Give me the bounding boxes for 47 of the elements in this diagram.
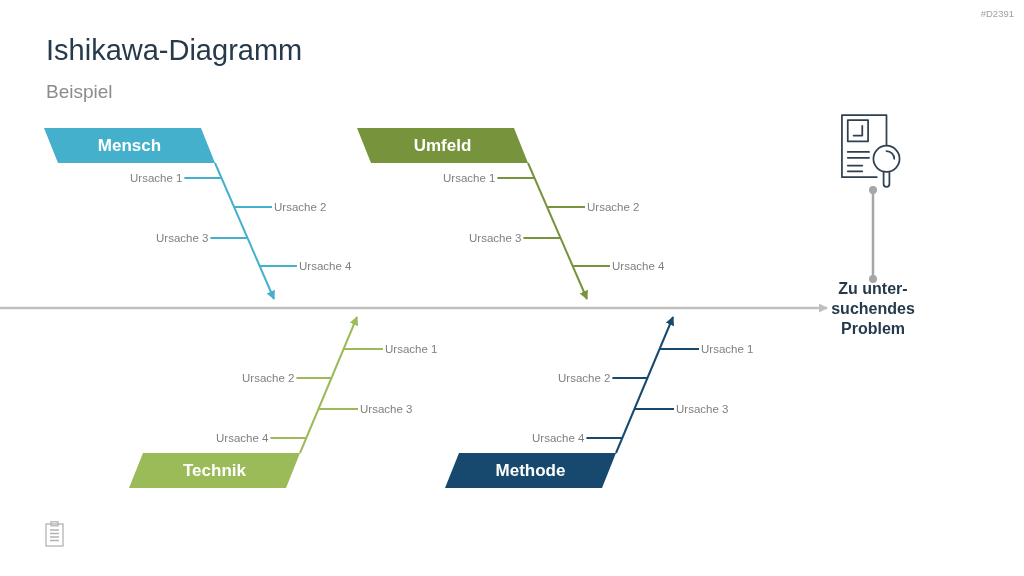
cause-label: Ursache 2 <box>556 371 613 385</box>
cause-line <box>183 177 223 179</box>
cause-line <box>658 348 700 350</box>
cause-line <box>633 408 675 410</box>
cause-label: Ursache 1 <box>699 342 756 356</box>
title: Ishikawa-Diagramm <box>46 33 303 67</box>
cause-line <box>522 237 562 239</box>
cause-label: Ursache 1 <box>128 171 185 185</box>
bone-arrow <box>214 162 275 300</box>
cause-label: Ursache 2 <box>585 200 642 214</box>
category-banner: Umfeld <box>357 128 528 163</box>
problem-statement: Zu unter- suchendes Problem <box>827 279 919 339</box>
cause-line <box>546 206 586 208</box>
cause-line <box>611 377 649 379</box>
cause-label: Ursache 3 <box>467 231 524 245</box>
bone-arrow <box>299 316 358 454</box>
cause-line <box>571 265 611 267</box>
connector-line <box>869 186 877 283</box>
cause-label: Ursache 3 <box>674 402 731 416</box>
category-banner: Mensch <box>44 128 215 163</box>
document-search-icon <box>840 113 902 190</box>
cause-line <box>269 437 308 439</box>
cause-label: Ursache 2 <box>240 371 297 385</box>
cause-line <box>585 437 624 439</box>
cause-line <box>233 206 273 208</box>
cause-label: Ursache 3 <box>154 231 211 245</box>
category-banner: Technik <box>129 453 300 488</box>
cause-line <box>258 265 298 267</box>
category-banner: Methode <box>445 453 616 488</box>
cause-label: Ursache 4 <box>297 259 354 273</box>
cause-label: Ursache 3 <box>358 402 415 416</box>
cause-line <box>317 408 359 410</box>
cause-label: Ursache 1 <box>383 342 440 356</box>
cause-label: Ursache 4 <box>530 431 587 445</box>
bone-arrow <box>615 316 674 454</box>
cause-line <box>496 177 536 179</box>
subtitle: Beispiel <box>46 81 113 103</box>
cause-label: Ursache 2 <box>272 200 329 214</box>
cause-line <box>209 237 249 239</box>
cause-label: Ursache 1 <box>441 171 498 185</box>
cause-label: Ursache 4 <box>610 259 667 273</box>
cause-line <box>342 348 384 350</box>
document-id: #D2391 <box>980 8 1014 19</box>
spine-arrow <box>0 303 828 313</box>
bone-arrow <box>527 162 588 300</box>
cause-label: Ursache 4 <box>214 431 271 445</box>
cause-line <box>295 377 333 379</box>
